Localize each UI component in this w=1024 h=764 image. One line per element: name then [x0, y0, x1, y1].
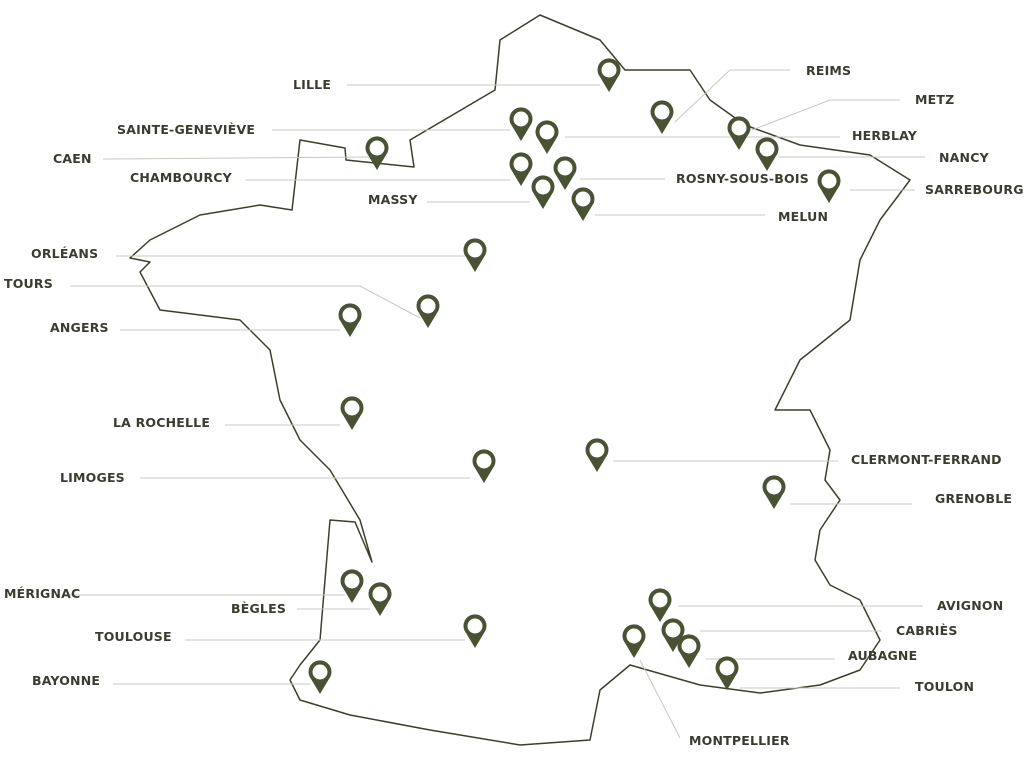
map-pin-icon-avignon[interactable] — [648, 588, 672, 622]
city-label-merignac: MÉRIGNAC — [4, 586, 80, 601]
city-label-metz: METZ — [915, 92, 954, 107]
city-label-caen: CAEN — [53, 151, 92, 166]
city-label-sainte-genevieve: SAINTE-GENEVIÈVE — [117, 122, 255, 137]
city-label-aubagne: AUBAGNE — [848, 648, 917, 663]
map-pin-icon-toulouse[interactable] — [463, 614, 487, 648]
city-label-melun: MELUN — [778, 209, 828, 224]
city-label-angers: ANGERS — [50, 320, 109, 335]
city-label-tours: TOURS — [4, 276, 53, 291]
leader-line-caen — [102, 156, 371, 160]
map-pin-icon-grenoble[interactable] — [762, 475, 786, 509]
map-pin-icon-cabries[interactable] — [661, 618, 685, 652]
city-label-herblay: HERBLAY — [852, 128, 918, 143]
city-label-massy: MASSY — [368, 192, 418, 207]
city-label-grenoble: GRENOBLE — [935, 491, 1012, 506]
map-pin-icon-limoges[interactable] — [472, 449, 496, 483]
map-pin-icon-aubagne[interactable] — [677, 634, 701, 668]
city-label-bayonne: BAYONNE — [32, 673, 100, 688]
city-label-reims: REIMS — [806, 63, 851, 78]
map-pin-icon-massy[interactable] — [531, 175, 555, 209]
city-label-nancy: NANCY — [939, 150, 990, 165]
map-pin-icon-sarrebourg[interactable] — [817, 169, 841, 203]
city-label-la-rochelle: LA ROCHELLE — [113, 415, 210, 430]
city-label-limoges: LIMOGES — [60, 470, 125, 485]
map-pin-icon-bayonne[interactable] — [308, 660, 332, 694]
leader-line-montpellier — [639, 659, 681, 739]
leader-line-reims — [674, 69, 790, 123]
map-pin-icon-tours[interactable] — [416, 294, 440, 328]
map-pin-icon-nancy[interactable] — [755, 137, 779, 171]
city-label-toulon: TOULON — [915, 679, 974, 694]
map-pin-icon-chambourcy[interactable] — [509, 152, 533, 186]
city-label-orleans: ORLÉANS — [31, 246, 98, 261]
map-pin-icon-rosny-sous-bois[interactable] — [553, 156, 577, 190]
map-pin-icon-herblay[interactable] — [535, 120, 559, 154]
city-label-clermont-ferrand: CLERMONT-FERRAND — [851, 452, 1002, 467]
city-label-rosny-sous-bois: ROSNY-SOUS-BOIS — [676, 171, 809, 186]
map-pin-icon-toulon[interactable] — [715, 656, 739, 690]
map-pin-icon-orleans[interactable] — [463, 238, 487, 272]
city-label-chambourcy: CHAMBOURCY — [130, 170, 233, 185]
city-label-cabries: CABRIÈS — [896, 623, 958, 638]
map-pin-icon-sainte-genevieve[interactable] — [509, 107, 533, 141]
city-label-montpellier: MONTPELLIER — [689, 733, 790, 748]
map-pin-icon-merignac[interactable] — [340, 569, 364, 603]
map-pin-icon-caen[interactable] — [365, 136, 389, 170]
map-pin-icon-metz[interactable] — [727, 116, 751, 150]
city-label-sarrebourg: SARREBOURG — [925, 182, 1024, 197]
leader-line-tours — [70, 285, 421, 319]
map-pin-icon-lille[interactable] — [597, 58, 621, 92]
map-pin-icon-begles[interactable] — [368, 582, 392, 616]
city-label-avignon: AVIGNON — [937, 598, 1003, 613]
leader-line-metz — [751, 99, 900, 131]
city-label-lille: LILLE — [293, 77, 331, 92]
map-pin-icon-montpellier[interactable] — [622, 624, 646, 658]
map-pin-icon-clermont-ferrand[interactable] — [585, 438, 609, 472]
map-pin-icon-la-rochelle[interactable] — [340, 396, 364, 430]
map-pin-icon-angers[interactable] — [338, 303, 362, 337]
france-outline — [129, 14, 911, 746]
city-label-begles: BÈGLES — [231, 601, 286, 616]
map-pin-icon-reims[interactable] — [650, 100, 674, 134]
city-label-toulouse: TOULOUSE — [95, 629, 172, 644]
map-pin-icon-melun[interactable] — [571, 187, 595, 221]
